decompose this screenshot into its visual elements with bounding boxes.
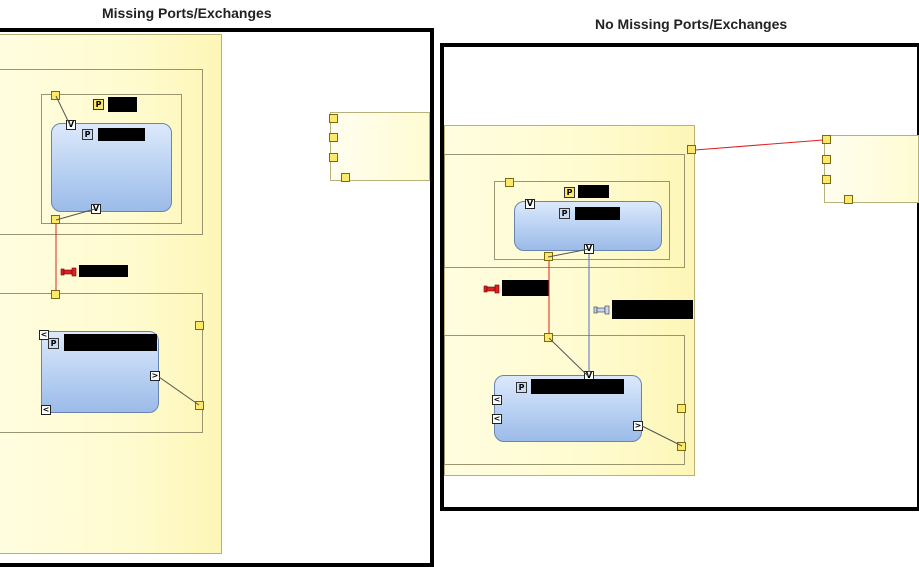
part-icon: P bbox=[93, 99, 104, 110]
flow-in-port[interactable]: V bbox=[525, 199, 535, 209]
port[interactable] bbox=[195, 321, 204, 330]
flow-out-port[interactable]: > bbox=[633, 421, 643, 431]
port[interactable] bbox=[329, 153, 338, 162]
flow-out-port[interactable]: > bbox=[150, 371, 160, 381]
left-upper-inner-part[interactable] bbox=[41, 94, 182, 224]
port[interactable] bbox=[341, 173, 350, 182]
port[interactable] bbox=[677, 404, 686, 413]
port[interactable] bbox=[677, 442, 686, 451]
part-icon: P bbox=[559, 208, 570, 219]
right-upper-part[interactable] bbox=[444, 154, 685, 268]
right-panel-frame bbox=[440, 43, 919, 511]
left-upper-part[interactable] bbox=[0, 69, 203, 235]
port[interactable] bbox=[822, 135, 831, 144]
port[interactable] bbox=[329, 133, 338, 142]
redacted-label bbox=[64, 334, 157, 351]
flow-in-port[interactable]: V bbox=[66, 120, 76, 130]
redacted-label bbox=[578, 185, 609, 198]
part-icon: P bbox=[564, 187, 575, 198]
flow-in-port[interactable]: < bbox=[39, 330, 49, 340]
functional-exchange-icon bbox=[483, 282, 501, 300]
right-lower-part[interactable] bbox=[444, 335, 685, 465]
redacted-label bbox=[612, 300, 693, 319]
right-panel-title: No Missing Ports/Exchanges bbox=[595, 16, 788, 32]
component-exchange-icon bbox=[593, 303, 611, 321]
port[interactable] bbox=[329, 114, 338, 123]
right-external-block[interactable] bbox=[824, 135, 919, 203]
left-outer-container[interactable] bbox=[0, 34, 222, 554]
flow-in-port[interactable]: V bbox=[584, 244, 594, 254]
redacted-label bbox=[98, 128, 145, 141]
part-icon: P bbox=[48, 338, 59, 349]
flow-in-port[interactable]: < bbox=[492, 414, 502, 424]
left-panel-frame bbox=[0, 28, 434, 567]
port[interactable] bbox=[544, 333, 553, 342]
port[interactable] bbox=[195, 401, 204, 410]
port[interactable] bbox=[51, 91, 60, 100]
port[interactable] bbox=[51, 290, 60, 299]
left-panel-title: Missing Ports/Exchanges bbox=[102, 5, 272, 21]
port[interactable] bbox=[687, 145, 696, 154]
part-icon: P bbox=[82, 129, 93, 140]
left-lower-part[interactable] bbox=[0, 293, 203, 433]
part-icon: P bbox=[516, 382, 527, 393]
redacted-label bbox=[502, 280, 549, 296]
redacted-label bbox=[79, 265, 128, 277]
redacted-label bbox=[108, 97, 137, 112]
port[interactable] bbox=[822, 155, 831, 164]
functional-exchange-icon bbox=[60, 265, 78, 283]
port[interactable] bbox=[822, 175, 831, 184]
right-upper-inner-part[interactable] bbox=[494, 181, 670, 260]
port[interactable] bbox=[844, 195, 853, 204]
flow-in-port[interactable]: < bbox=[492, 395, 502, 405]
flow-in-port[interactable]: < bbox=[41, 405, 51, 415]
left-external-block[interactable] bbox=[330, 112, 430, 181]
port[interactable] bbox=[505, 178, 514, 187]
port[interactable] bbox=[51, 215, 60, 224]
port[interactable] bbox=[544, 252, 553, 261]
flow-in-port[interactable]: V bbox=[91, 204, 101, 214]
redacted-label bbox=[531, 379, 624, 394]
redacted-label bbox=[575, 207, 620, 220]
